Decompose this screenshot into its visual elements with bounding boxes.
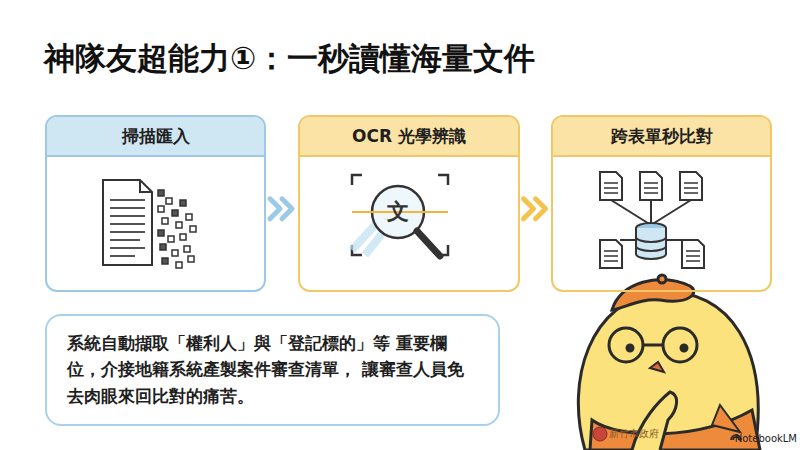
- note-box: 系統自動擷取「權利人」與「登記標的」等 重要欄位，介接地籍系統產製案件審查清單，…: [45, 314, 500, 426]
- city-seal: [593, 427, 607, 441]
- step-card: 掃描匯入: [45, 115, 266, 292]
- scan-icon: [103, 180, 196, 268]
- flow-chevron: [270, 199, 292, 219]
- flow-chevron: [524, 199, 546, 219]
- step-card: 跨表單秒比對: [551, 115, 772, 292]
- ocr-icon: [352, 175, 448, 256]
- note-text: 系統自動擷取「權利人」與「登記標的」等 重要欄位，介接地籍系統產製案件審查清單，…: [67, 330, 478, 409]
- step-card: OCR 光學辨識: [298, 115, 520, 292]
- ocr-glyph: 文: [387, 197, 409, 227]
- card-heading: 跨表單秒比對: [553, 117, 770, 157]
- brand-mark: NotebookLM: [735, 433, 797, 444]
- database-icon: [600, 172, 704, 268]
- watermark: 新竹市政府: [609, 427, 659, 441]
- mascot-chick: [578, 275, 760, 450]
- card-heading: OCR 光學辨識: [300, 117, 518, 157]
- slide-title: 神隊友超能力①：一秒讀懂海量文件: [44, 38, 535, 80]
- card-heading: 掃描匯入: [47, 117, 264, 157]
